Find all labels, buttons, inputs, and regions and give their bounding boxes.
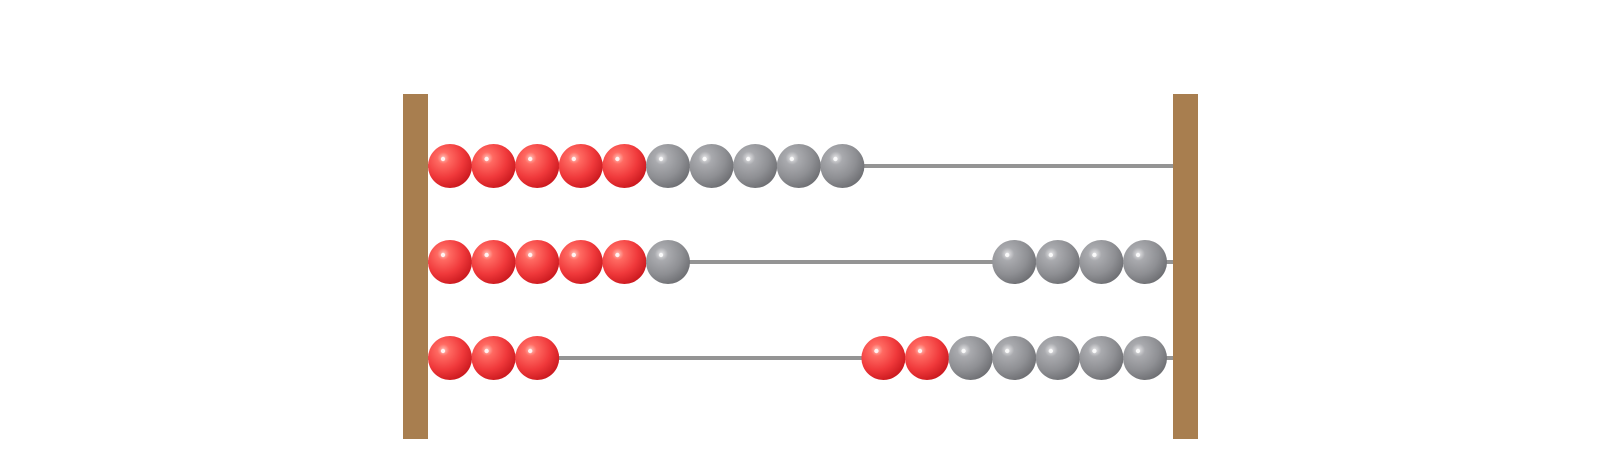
bead-gray: [1079, 240, 1124, 284]
bead-gray: [689, 144, 734, 188]
bead-red: [905, 336, 949, 380]
bead-red: [602, 144, 647, 188]
bead-red: [558, 240, 603, 284]
bead-red: [428, 336, 472, 380]
bead-red: [861, 336, 906, 380]
bead-red: [515, 336, 560, 380]
bead-gray: [776, 144, 821, 188]
bead-gray: [733, 144, 778, 188]
bead-red: [515, 144, 560, 188]
bead-gray: [992, 336, 1037, 380]
bead-red: [471, 336, 516, 380]
bead-gray: [1123, 240, 1167, 284]
bead-red: [515, 240, 560, 284]
bead-red: [471, 240, 516, 284]
bead-red: [558, 144, 603, 188]
bead-gray: [820, 144, 865, 188]
bead-red: [602, 240, 647, 284]
bead-gray: [1035, 336, 1080, 380]
beads: [428, 144, 1167, 380]
bead-gray: [646, 240, 690, 284]
bead-gray: [992, 240, 1037, 284]
bead-gray: [646, 144, 690, 188]
bead-red: [471, 144, 516, 188]
frame-left-post: [403, 94, 428, 439]
bead-gray: [948, 336, 993, 380]
frame-right-post: [1173, 94, 1198, 439]
bead-gray: [1035, 240, 1080, 284]
bead-red: [428, 144, 472, 188]
bead-gray: [1079, 336, 1124, 380]
bead-red: [428, 240, 472, 284]
bead-gray: [1123, 336, 1167, 380]
